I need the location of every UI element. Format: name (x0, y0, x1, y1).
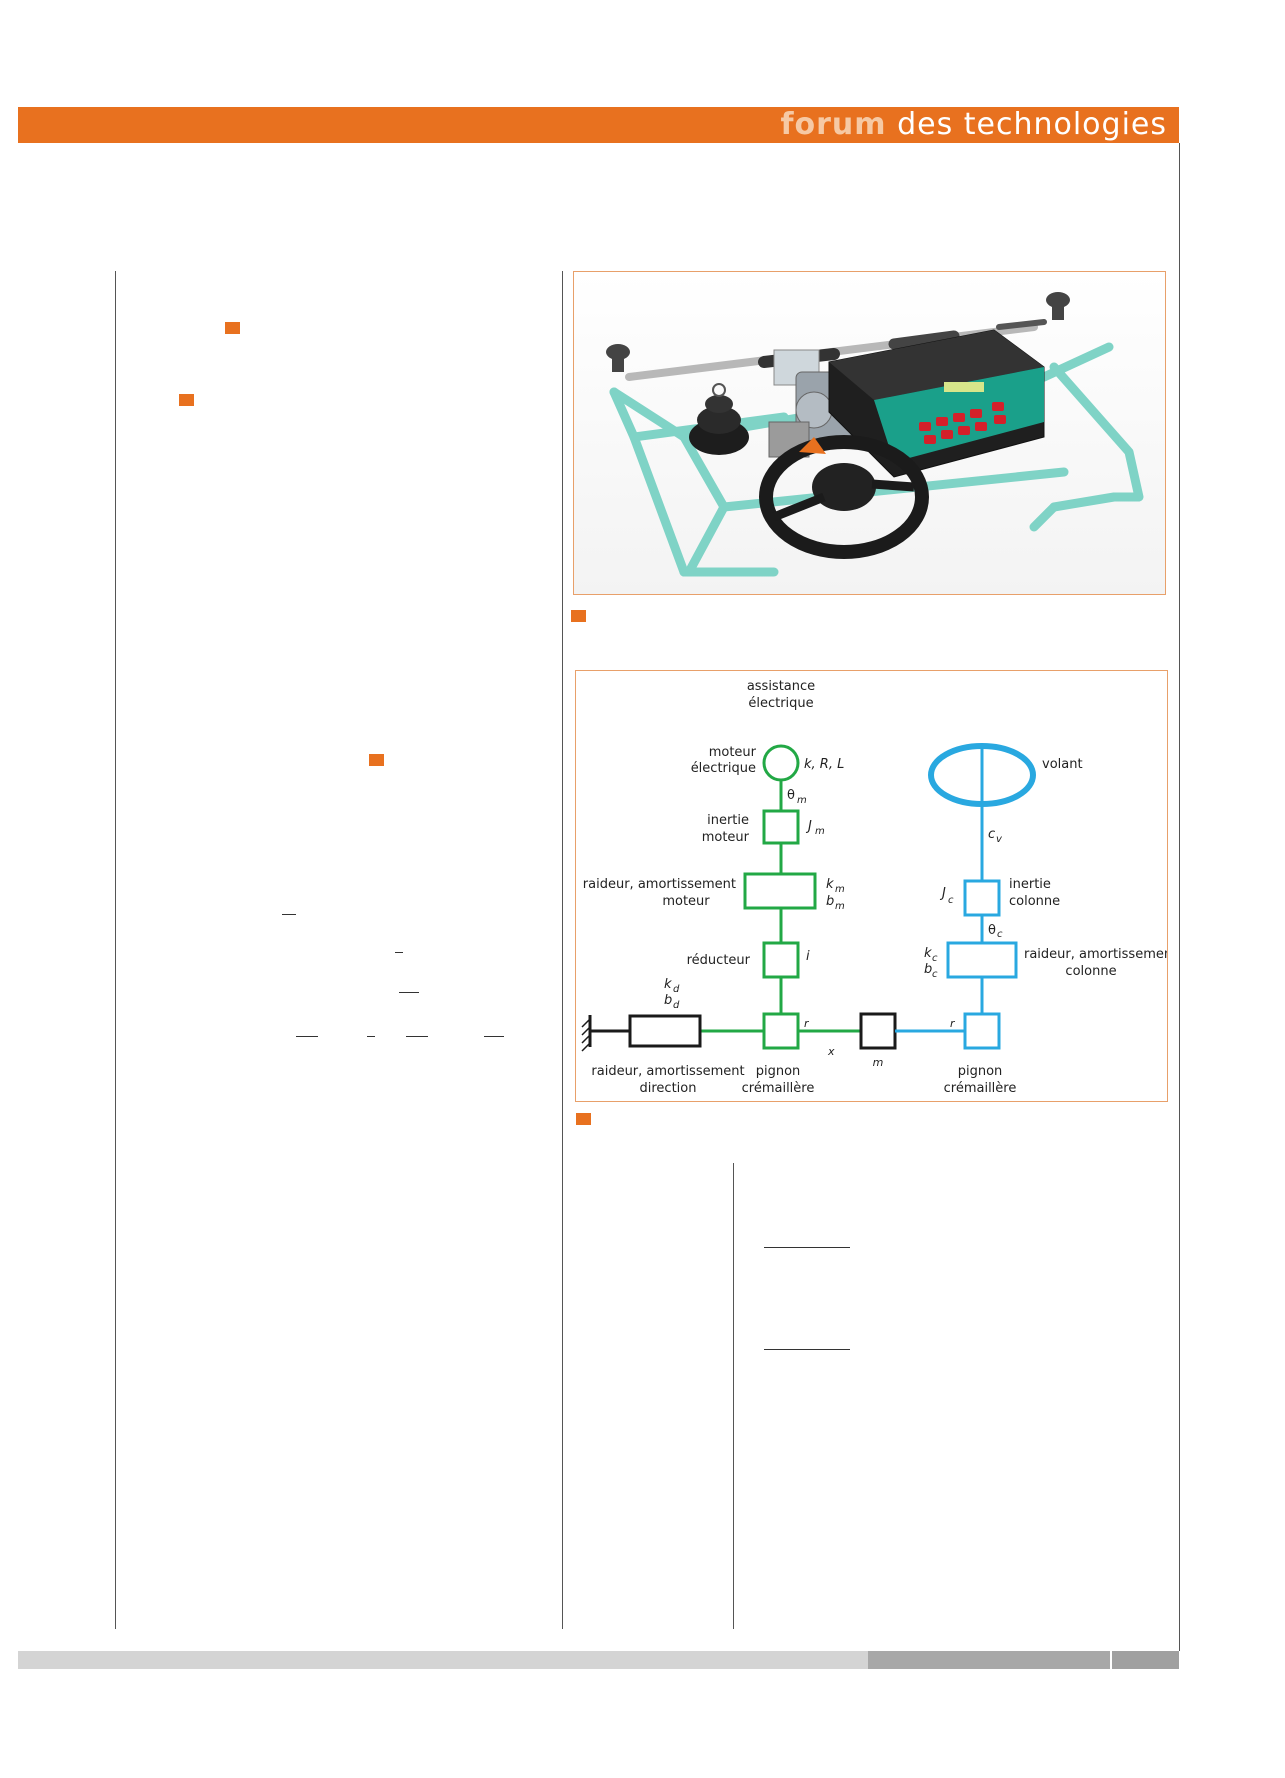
label-bd: b (664, 993, 672, 1008)
label-jc-sub: c (948, 895, 954, 906)
label-kd: k (664, 977, 672, 992)
label-km-sub: m (835, 884, 845, 895)
equation-fraction-bar (296, 1036, 318, 1037)
label-kd-sub: d (673, 984, 680, 995)
label-stiffness-direction-2: direction (640, 1081, 697, 1096)
label-jc: J (939, 886, 946, 901)
label-wheel: volant (1042, 757, 1083, 772)
label-cv-sub: v (996, 834, 1003, 845)
label-stiffness-column-1: raideur, amortissement (1024, 947, 1167, 962)
equation-fraction-bar (282, 914, 296, 915)
sidebar-rule (733, 1163, 734, 1629)
label-reducer: réducteur (687, 953, 751, 968)
equation-fraction-bar (395, 952, 403, 953)
header-band: forum des technologies (18, 107, 1179, 143)
label-stiffness-direction-1: raideur, amortissement (591, 1064, 744, 1079)
label-kc: k (924, 946, 932, 961)
label-km: k (826, 877, 834, 892)
label-inertia-column-2: colonne (1009, 894, 1060, 909)
section-marker (179, 394, 194, 406)
label-bc-sub: c (932, 969, 938, 980)
label-assistance-2: électrique (748, 696, 813, 711)
left-column-rule (115, 271, 116, 1629)
label-inertia-motor-1: inertie (707, 813, 749, 828)
label-bc: b (924, 962, 932, 977)
figure-ref-marker (369, 754, 384, 766)
steering-bench-illustration (574, 272, 1165, 594)
label-motor-1: moteur (709, 745, 757, 760)
label-i: i (806, 949, 810, 964)
label-mass: m (873, 1056, 884, 1069)
label-pinion-left-1: pignon (756, 1064, 801, 1079)
footer-bar (18, 1651, 868, 1669)
label-pinion-right-2: crémaillère (944, 1081, 1017, 1096)
label-assistance-1: assistance (747, 679, 815, 694)
label-inertia-motor-2: moteur (702, 830, 750, 845)
steering-schematic: assistance électrique moteur électrique … (581, 679, 1177, 1096)
equation-fraction-bar (367, 1036, 375, 1037)
brand-forum: forum (780, 107, 887, 142)
label-bd-sub: d (673, 1000, 680, 1011)
label-theta-m: θ (787, 788, 795, 803)
label-stiffness-column-2: colonne (1065, 964, 1116, 979)
middle-column-rule (562, 271, 563, 1629)
label-kc-sub: c (932, 953, 938, 964)
page-edge-rule (1179, 143, 1180, 1651)
label-x: x (827, 1045, 835, 1058)
steering-model-diagram: assistance électrique moteur électrique … (575, 670, 1177, 1102)
magazine-brand: forum des technologies (780, 107, 1167, 143)
equation-fraction-bar (406, 1036, 428, 1037)
equation-fraction-bar (484, 1036, 504, 1037)
footer-page-tab (1112, 1651, 1179, 1669)
footer-bar-section (868, 1651, 1110, 1669)
sidebar-fraction-bar (764, 1247, 850, 1248)
label-inertia-column-1: inertie (1009, 877, 1051, 892)
label-theta-c-sub: c (997, 929, 1003, 940)
label-motor-2: électrique (691, 761, 756, 776)
sidebar-fraction-bar (764, 1349, 850, 1350)
label-jm-sub: m (815, 826, 825, 837)
equation-fraction-bar (399, 992, 419, 993)
label-theta-m-sub: m (797, 795, 807, 806)
photo-caption-marker (571, 610, 586, 622)
section-marker (225, 322, 240, 334)
diagram-caption-marker (576, 1113, 591, 1125)
label-cv: c (988, 827, 995, 842)
label-r-right: r (950, 1017, 956, 1030)
label-r-left: r (804, 1017, 810, 1030)
label-stiffness-motor-1: raideur, amortissement (583, 877, 736, 892)
label-jm: J (805, 819, 812, 834)
steering-bench-photo (573, 271, 1166, 595)
label-stiffness-motor-2: moteur (662, 894, 710, 909)
label-theta-c: θ (988, 923, 996, 938)
label-pinion-left-2: crémaillère (742, 1081, 815, 1096)
brand-rest: des technologies (886, 107, 1167, 142)
label-motor-params: k, R, L (804, 757, 844, 772)
label-bm: b (826, 894, 834, 909)
label-bm-sub: m (835, 901, 845, 912)
label-pinion-right-1: pignon (958, 1064, 1003, 1079)
